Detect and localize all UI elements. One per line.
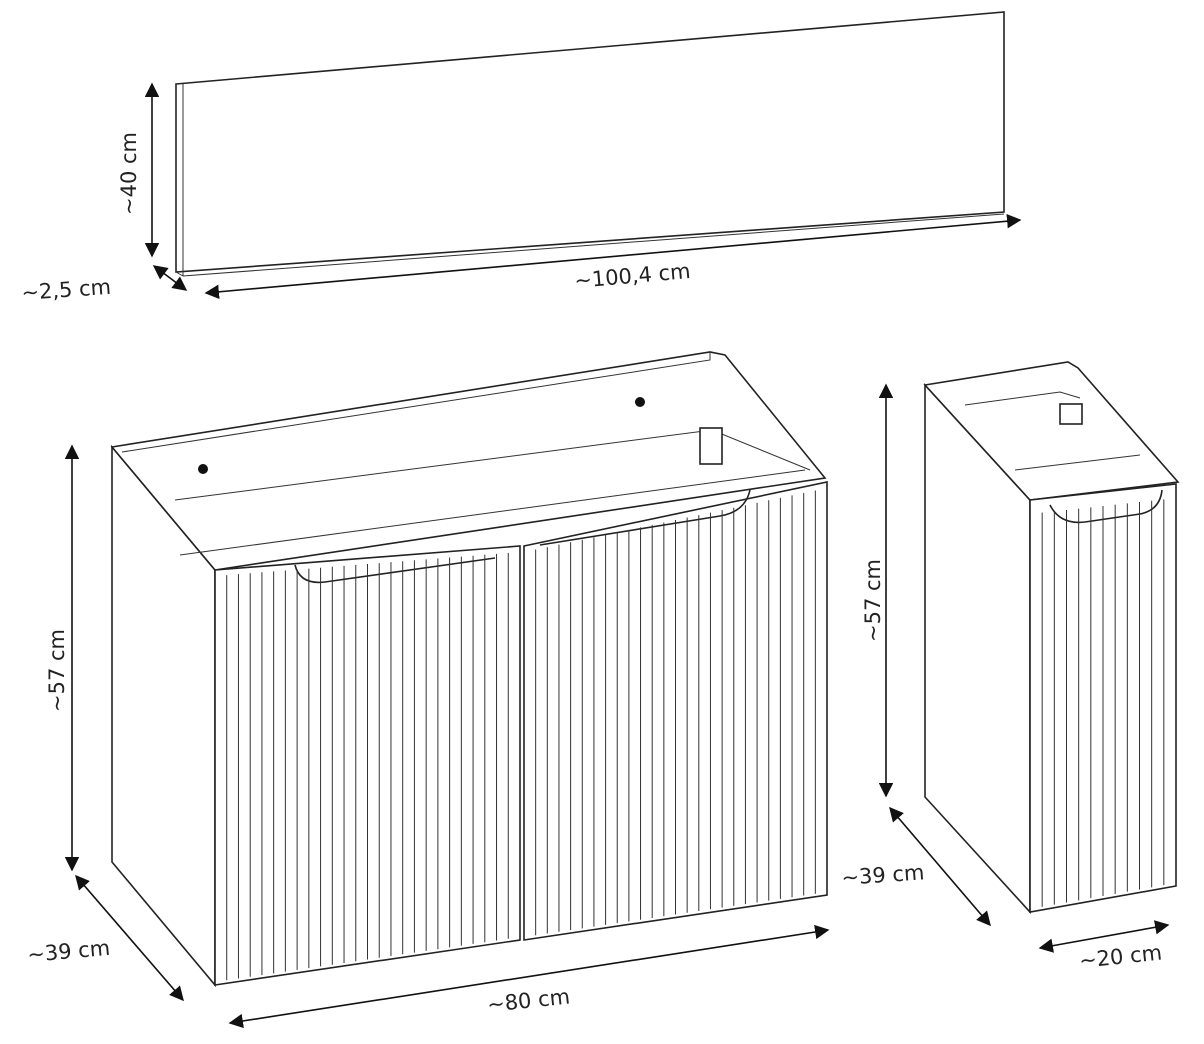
panel-front-face <box>175 11 1005 273</box>
panel-depth-arrow <box>152 265 188 291</box>
cabinet-top-opening <box>110 351 827 571</box>
side-depth-label: ~39 cm <box>841 860 925 890</box>
side-hanging-bracket <box>1059 403 1083 425</box>
left-door-handle-cutout <box>294 557 496 584</box>
panel-height-label: ~40 cm <box>117 132 141 215</box>
panel-width-arrow <box>204 213 1022 300</box>
main-door-flutes <box>226 490 816 981</box>
main-height-label: ~57 cm <box>45 629 69 712</box>
side-cabinet-rail <box>1014 454 1141 471</box>
side-cabinet-rail <box>964 391 1081 406</box>
side-cabinet-top <box>923 361 1180 501</box>
panel-edge-bottom <box>175 271 184 277</box>
main-width-label: ~80 cm <box>486 984 571 1017</box>
side-height-label: ~57 cm <box>861 559 885 642</box>
side-door-flutes <box>1041 499 1165 907</box>
mounting-hole <box>635 397 645 407</box>
side-width-arrow <box>1038 920 1170 953</box>
panel-depth-label: ~2,5 cm <box>21 275 112 305</box>
side-width-label: ~20 cm <box>1078 940 1163 973</box>
panel-width-label: ~100,4 cm <box>573 259 691 293</box>
side-cabinet <box>923 361 1180 915</box>
main-cabinet <box>110 351 828 988</box>
cabinet-inner-edge <box>179 469 806 556</box>
main-width-arrow <box>228 924 830 1029</box>
hanging-bracket <box>699 427 723 465</box>
mounting-hole <box>198 464 208 474</box>
main-depth-label: ~39 cm <box>26 936 111 967</box>
cabinet-back-edge <box>121 352 711 453</box>
wall-panel <box>175 11 1005 277</box>
main-depth-arrow <box>75 874 184 1002</box>
right-door-handle-cutout <box>539 489 751 546</box>
side-depth-arrow <box>889 806 991 927</box>
side-door-handle-cutout <box>1049 489 1163 524</box>
